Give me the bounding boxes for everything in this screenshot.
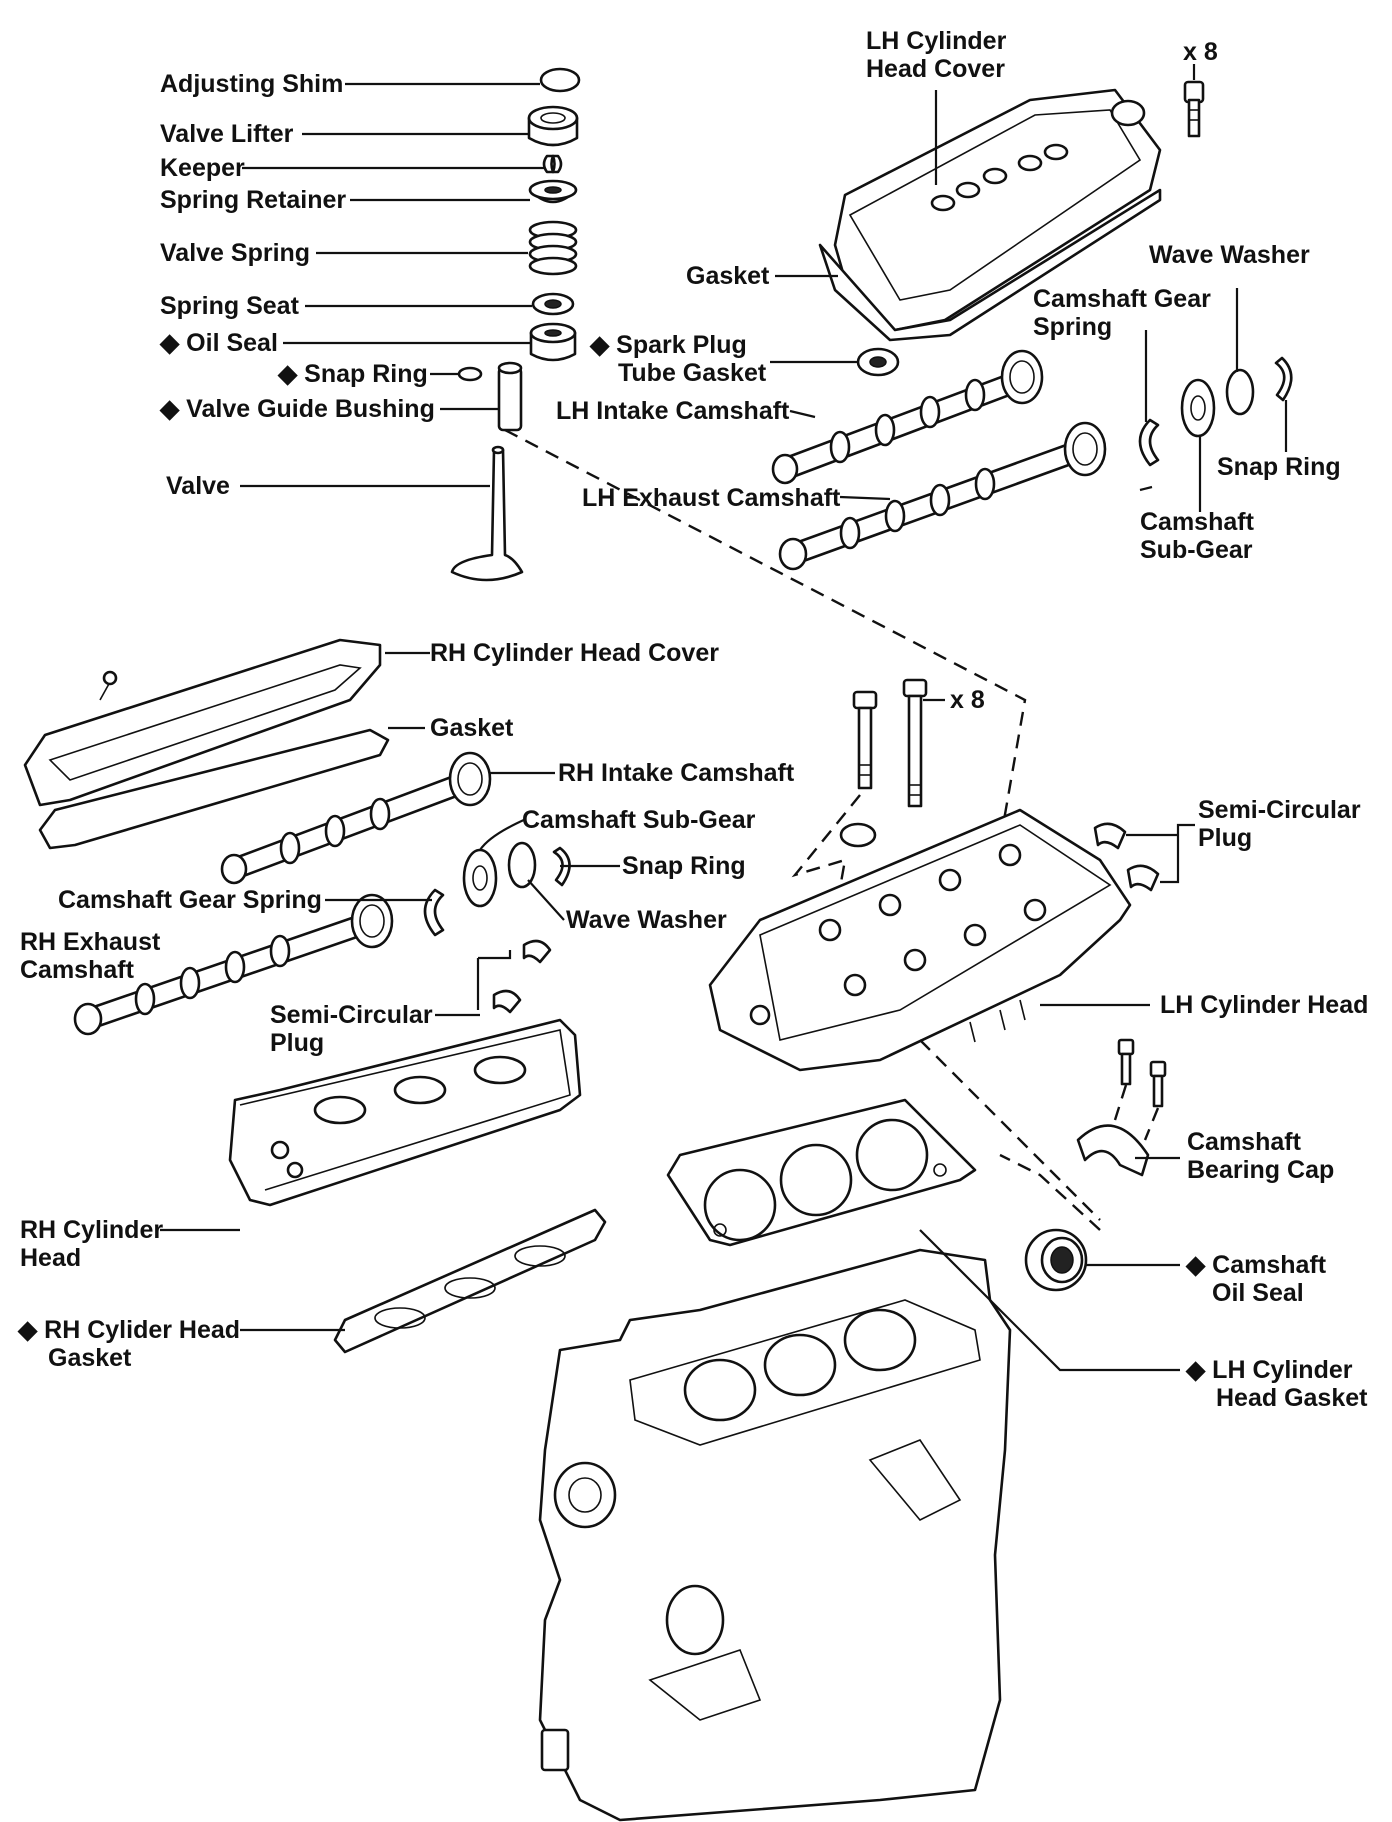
label-keeper: Keeper: [160, 154, 245, 182]
label-snap-ring-rh: Snap Ring: [622, 852, 746, 880]
rh-exhaust-camshaft-part: [73, 893, 394, 1036]
label-adjusting-shim: Adjusting Shim: [160, 70, 343, 98]
rh-gasket-cover-part: [38, 728, 390, 850]
camshaft-sub-gear-rh-part: [462, 848, 498, 908]
label-gasket-lh: Gasket: [686, 262, 770, 290]
label-rh-exhaust-1: RH Exhaust: [20, 928, 161, 956]
lh-cylinder-head-part: [708, 808, 1132, 1072]
label-lh-gasket-2: Head Gasket: [1216, 1384, 1368, 1412]
label-rh-exhaust-2: Camshaft: [20, 956, 135, 984]
spring-seat-part: [531, 292, 575, 316]
snap-ring-valve-part: [457, 366, 483, 382]
label-valve-lifter: Valve Lifter: [160, 120, 294, 148]
valve-lifter-part: [527, 105, 579, 147]
head-bolt-part: [852, 678, 928, 808]
label-lh-intake: LH Intake Camshaft: [556, 397, 790, 425]
cover-bolt-part: [1183, 80, 1205, 138]
label-rh-gasket-1: ◆ RH Cylider Head: [17, 1316, 240, 1344]
label-x8-top: x 8: [1183, 38, 1218, 66]
valve-spring-part: [528, 220, 578, 276]
label-cam-gear-spring-lh-1: Camshaft Gear: [1033, 285, 1211, 313]
camshaft-oil-seal-part: [1024, 1228, 1088, 1292]
label-rh-head-2: Head: [20, 1244, 81, 1272]
label-lh-cover-2: Head Cover: [866, 55, 1005, 83]
wave-washer-lh-part: [1225, 368, 1255, 416]
engine-block-part: [538, 1248, 1012, 1822]
bearing-cap-dashed-line: [1113, 1084, 1160, 1141]
label-snap-ring-valve: ◆ Snap Ring: [277, 360, 428, 388]
label-lh-head: LH Cylinder Head: [1160, 991, 1368, 1019]
lh-cylinder-head-cover-part: [818, 88, 1162, 342]
camshaft-bearing-cap-part: [1076, 1124, 1150, 1177]
labels: Adjusting Shim Valve Lifter Keeper Sprin…: [17, 27, 1368, 1412]
semi-circular-plug-lh-part: [1093, 822, 1160, 892]
spark-plug-tube-gasket-part: [856, 347, 900, 377]
label-bearing-cap-2: Bearing Cap: [1187, 1156, 1334, 1184]
label-sub-gear-lh-1: Camshaft: [1140, 508, 1255, 536]
lh-exhaust-camshaft-part: [778, 421, 1107, 571]
label-rh-gasket-2: Gasket: [48, 1344, 132, 1372]
bearing-dashed-line: [919, 1039, 1101, 1221]
label-rh-intake: RH Intake Camshaft: [558, 759, 795, 787]
bolt-dashed-line: [791, 794, 861, 1001]
semi-circular-plug-rh-part: [492, 939, 552, 1014]
cam-gear-spring-rh-part: [423, 888, 445, 937]
keeper-part: [542, 154, 563, 174]
label-spark-plug-1: ◆ Spark Plug: [589, 331, 747, 359]
label-cam-oil-seal-1: ◆ Camshaft: [1185, 1251, 1327, 1279]
oil-seal-part: [529, 322, 577, 362]
label-oil-seal: ◆ Oil Seal: [159, 329, 278, 357]
label-lh-cover-1: LH Cylinder: [866, 27, 1007, 55]
oil-seal-dashed-line: [999, 1153, 1101, 1231]
rh-cylinder-head-gasket-part: [333, 1208, 607, 1354]
valve-guide-bushing-part: [497, 361, 523, 432]
label-semi-plug-lh-1: Semi-Circular: [1198, 796, 1361, 824]
label-spring-retainer: Spring Retainer: [160, 186, 346, 214]
label-semi-plug-rh-1: Semi-Circular: [270, 1001, 433, 1029]
lh-cylinder-head-gasket-part: [666, 1098, 977, 1247]
label-wave-washer-lh: Wave Washer: [1149, 241, 1310, 269]
label-lh-exhaust: LH Exhaust Camshaft: [582, 484, 841, 512]
leader-lines: [160, 64, 1288, 1372]
label-rh-cover: RH Cylinder Head Cover: [430, 639, 719, 667]
wave-washer-rh-part: [507, 841, 537, 889]
label-semi-plug-rh-2: Plug: [270, 1029, 324, 1057]
lh-intake-camshaft-part: [771, 349, 1044, 485]
valve-assembly: [450, 67, 581, 582]
spring-retainer-part: [528, 179, 578, 204]
camshaft-sub-gear-lh-part: [1180, 378, 1216, 438]
snap-ring-lh-part: [1274, 356, 1293, 402]
cam-gear-spring-lh-part: [1138, 418, 1160, 467]
label-snap-ring-lh: Snap Ring: [1217, 453, 1341, 481]
snap-ring-rh-part: [552, 846, 571, 887]
bearing-cap-bolts-part: [1117, 1038, 1167, 1108]
label-gasket-rh: Gasket: [430, 714, 514, 742]
label-rh-head-1: RH Cylinder: [20, 1216, 163, 1244]
label-sub-gear-rh: Camshaft Sub-Gear: [522, 806, 756, 834]
label-spark-plug-2: Tube Gasket: [618, 359, 767, 387]
adjusting-shim-part: [539, 67, 581, 93]
label-spring-seat: Spring Seat: [160, 292, 300, 320]
label-x8-mid: x 8: [950, 686, 985, 714]
valve-part: [450, 445, 524, 582]
label-cam-gear-spring-lh-2: Spring: [1033, 313, 1112, 341]
label-valve-guide-bushing: ◆ Valve Guide Bushing: [159, 395, 435, 423]
label-sub-gear-lh-2: Sub-Gear: [1140, 536, 1253, 564]
head-bolt-washer-part: [839, 822, 877, 848]
label-valve-spring: Valve Spring: [160, 239, 310, 267]
label-wave-washer-rh: Wave Washer: [566, 906, 727, 934]
label-cam-gear-spring-rh: Camshaft Gear Spring: [58, 886, 322, 914]
rh-cylinder-head-cover-part: [23, 638, 382, 807]
label-semi-plug-lh-2: Plug: [1198, 824, 1252, 852]
label-cam-oil-seal-2: Oil Seal: [1212, 1279, 1304, 1307]
rh-cylinder-head-part: [228, 1018, 582, 1207]
label-lh-gasket-1: ◆ LH Cylinder: [1185, 1356, 1353, 1384]
rh-intake-camshaft-part: [220, 751, 492, 885]
label-bearing-cap-1: Camshaft: [1187, 1128, 1302, 1156]
label-valve: Valve: [166, 472, 230, 500]
